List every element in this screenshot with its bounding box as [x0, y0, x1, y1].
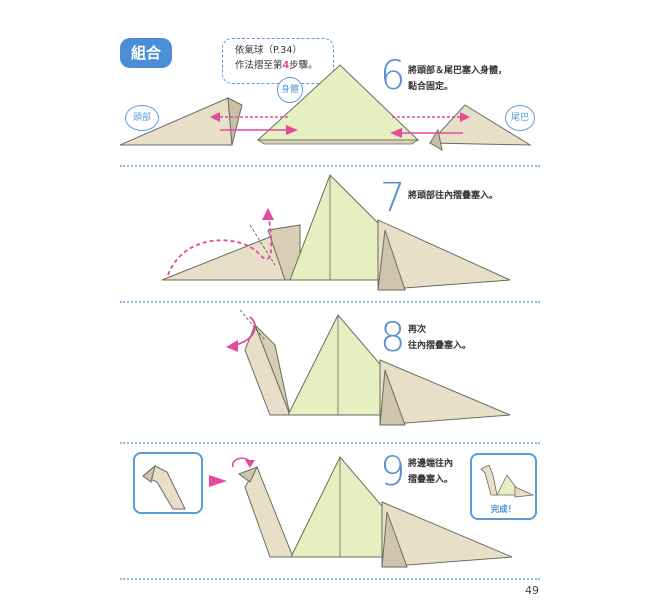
step-9-number: 9 [380, 449, 406, 495]
step-8-diagram [226, 309, 511, 426]
head-detail-illustration [142, 464, 186, 510]
step-7-number: 7 [380, 175, 406, 221]
detail-inset [133, 452, 203, 514]
step-6-diagram [120, 64, 532, 151]
completed-dinosaur-illustration [480, 464, 535, 498]
step-7-diagram [161, 174, 511, 291]
step-8-number: 8 [380, 315, 406, 361]
step-6-number: 6 [380, 53, 406, 99]
note-line-2: 作法摺至第4步驟。 [235, 60, 318, 71]
completed-box: 完成！ [470, 453, 537, 520]
divider-4 [120, 578, 540, 580]
section-badge: 組合 [120, 38, 172, 68]
step-7-text: 將頭部往內摺疊塞入。 [408, 191, 499, 201]
page-number: 49 [525, 584, 539, 597]
divider-3 [120, 442, 540, 444]
head-label: 頭部 [125, 105, 159, 131]
tail-label: 尾巴 [505, 105, 535, 131]
step-8-text: 再次往內摺疊塞入。 [408, 325, 472, 351]
completed-label: 完成！ [490, 505, 517, 515]
step-6-text: 將頭部＆尾巴塞入身體，黏合固定。 [408, 66, 508, 92]
detail-arrow [209, 475, 227, 487]
divider-2 [120, 301, 540, 303]
body-label: 身體 [277, 77, 303, 103]
step-9-text: 將邊端往內摺疊塞入。 [408, 459, 454, 485]
divider-1 [120, 165, 540, 167]
step-9-diagram [232, 456, 513, 568]
note-line-1: 依氣球（P.34） [235, 45, 302, 56]
